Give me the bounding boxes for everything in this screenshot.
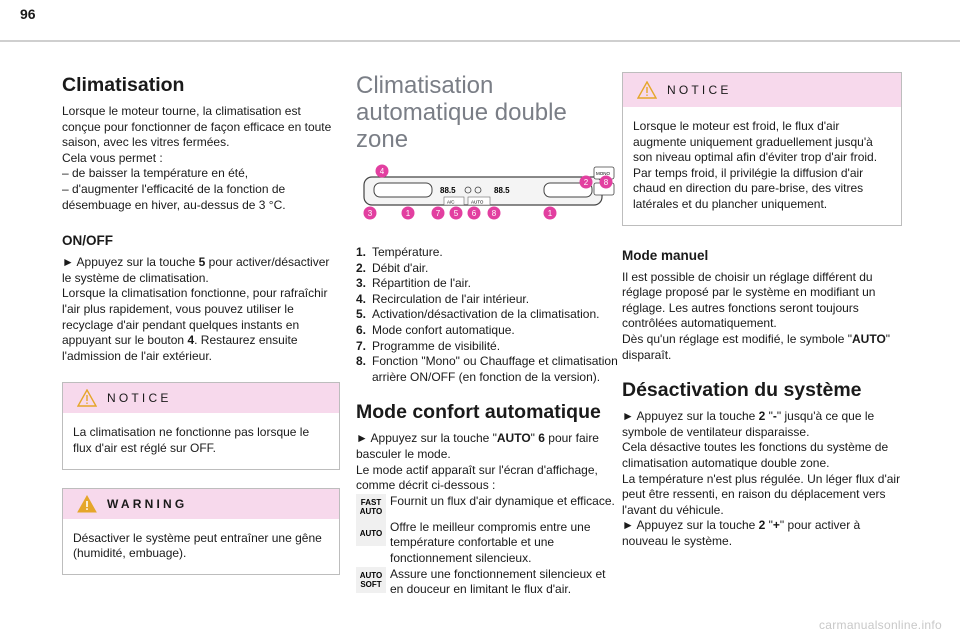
svg-text:AUTO: AUTO [360, 529, 383, 538]
section-title-climatisation: Climatisation [62, 74, 185, 96]
display-left: 88.5 [440, 186, 456, 195]
subtitle-mode-manuel: Mode manuel [622, 247, 709, 263]
manual-paragraph: Il est possible de choisir un réglage di… [622, 269, 876, 331]
warning-header: WARNING [63, 488, 339, 519]
notice-header: NOTICE [63, 383, 339, 414]
list-item: 2.Débit d'air. [356, 260, 429, 275]
onoff-paragraph: Lorsque la climatisation fonctionne, pou… [62, 286, 328, 363]
svg-text:SOFT: SOFT [360, 580, 381, 589]
warning-box: WARNING Désactiver le système peut entra… [62, 487, 340, 575]
callout-8-bottom: 8 [492, 209, 497, 218]
header-divider [0, 40, 960, 42]
feature-list: 1.Température. 2.Débit d'air. 3.Répartit… [356, 245, 618, 385]
warning-label: WARNING [107, 496, 188, 511]
section-title-dual-zone: Climatisation automatique double zone [356, 72, 567, 153]
column-right: NOTICE Lorsque le moteur est froid, le f… [622, 72, 902, 549]
notice-label: NOTICE [667, 83, 732, 97]
callout-1-right: 1 [548, 209, 553, 218]
list-item: 1.Température. [356, 245, 443, 259]
callout-3: 3 [368, 209, 373, 218]
notice-box: NOTICE La climatisation ne fonctionne pa… [62, 382, 340, 470]
callout-4: 4 [380, 167, 385, 176]
fast-auto-icon: FAST AUTO [356, 493, 386, 520]
section-title-desactivation: Désactivation du système [622, 379, 862, 402]
list-item: 3.Répartition de l'air. [356, 276, 472, 291]
deact-paragraph: Cela désactive toutes les fonctions du s… [622, 440, 889, 470]
deact-paragraph: ► Appuyez sur la touche 2 "-" jusqu'à ce… [622, 409, 875, 439]
notice-text: La climatisation ne fonctionne pas lorsq… [73, 425, 310, 455]
notice-header: NOTICE [623, 73, 901, 107]
notice-text: Lorsque le moteur est froid, le flux d'a… [633, 119, 878, 165]
intro-paragraph: – de baisser la température en été, [62, 166, 249, 181]
notice-triangle-icon [637, 81, 657, 99]
notice-box-right: NOTICE Lorsque le moteur est froid, le f… [622, 72, 902, 226]
callout-6: 6 [472, 209, 477, 218]
warning-triangle-icon [77, 494, 97, 512]
intro-paragraph: – d'augmenter l'efficacité de la fonctio… [62, 181, 286, 212]
callout-8-top: 8 [604, 178, 609, 187]
callout-1-left: 1 [406, 209, 411, 218]
mode-fast-auto: FAST AUTO Fournit un flux d'air dynamiqu… [356, 493, 618, 520]
callout-2: 2 [584, 178, 589, 187]
list-item: 7.Programme de visibilité. [356, 338, 501, 353]
mode-soft-text: Assure une fonctionnement silencieux et … [390, 566, 606, 597]
list-item: 4.Recirculation de l'air intérieur. [356, 291, 530, 306]
page-number: 96 [20, 6, 36, 22]
list-item: 5.Activation/désactivation de la climati… [356, 307, 600, 322]
svg-text:FAST: FAST [361, 498, 382, 507]
auto-icon: AUTO [356, 519, 386, 546]
notice-triangle-icon [77, 389, 97, 408]
auto-soft-icon: AUTO SOFT [356, 566, 386, 593]
auto-button-label: AUTO [471, 200, 484, 205]
svg-text:AUTO: AUTO [360, 507, 383, 516]
deact-paragraph: ► Appuyez sur la touche 2 "+" pour activ… [622, 518, 861, 548]
ac-button-label: A/C [447, 200, 455, 205]
footer-watermark: carmanualsonline.info [818, 618, 942, 632]
manual-paragraph: Dès qu'un réglage est modifié, le symbol… [622, 331, 891, 362]
list-item: 8.Fonction "Mono" ou Chauffage et climat… [356, 354, 618, 384]
column-middle: Climatisation automatique double zone 88… [356, 72, 618, 598]
control-panel-diagram: 88.5 88.5 A/C AUTO MONO 4 2 8 3 1 7 5 6 … [363, 164, 615, 220]
notice-text: Par temps froid, il privilégie la diffus… [633, 165, 864, 211]
mono-button-label: MONO [596, 171, 610, 176]
subtitle-onoff: ON/OFF [62, 233, 113, 249]
display-right: 88.5 [494, 186, 510, 195]
intro-paragraph: Cela vous permet : [62, 150, 163, 165]
mode-fast-text: Fournit un flux d'air dynamique et effic… [390, 493, 615, 508]
column-left: Climatisation Lorsque le moteur tourne, … [62, 72, 340, 575]
airflow-icon [474, 186, 482, 194]
callout-5: 5 [454, 209, 459, 218]
warning-text: Désactiver le système peut entraîner une… [73, 530, 322, 561]
notice-label: NOTICE [107, 391, 172, 406]
fan-icon [464, 186, 472, 194]
section-title-mode-confort: Mode confort automatique [356, 401, 601, 424]
mode-paragraph: Le mode actif apparaît sur l'écran d'aff… [356, 462, 598, 493]
onoff-paragraph: ► Appuyez sur la touche 5 pour activer/d… [62, 255, 330, 285]
mode-auto: AUTO Offre le meilleur compromis entre u… [356, 519, 618, 567]
intro-paragraph: Lorsque le moteur tourne, la climatisati… [62, 104, 332, 150]
svg-text:AUTO: AUTO [360, 571, 383, 580]
mode-auto-text: Offre le meilleur compromis entre une te… [390, 519, 591, 565]
list-item: 6.Mode confort automatique. [356, 322, 515, 337]
mode-paragraph: ► Appuyez sur la touche "AUTO" 6 pour fa… [356, 431, 599, 461]
deact-paragraph: La température n'est plus régulée. Un lé… [622, 471, 901, 517]
callout-7: 7 [436, 209, 441, 218]
mode-auto-soft: AUTO SOFT Assure une fonctionnement sile… [356, 566, 618, 598]
